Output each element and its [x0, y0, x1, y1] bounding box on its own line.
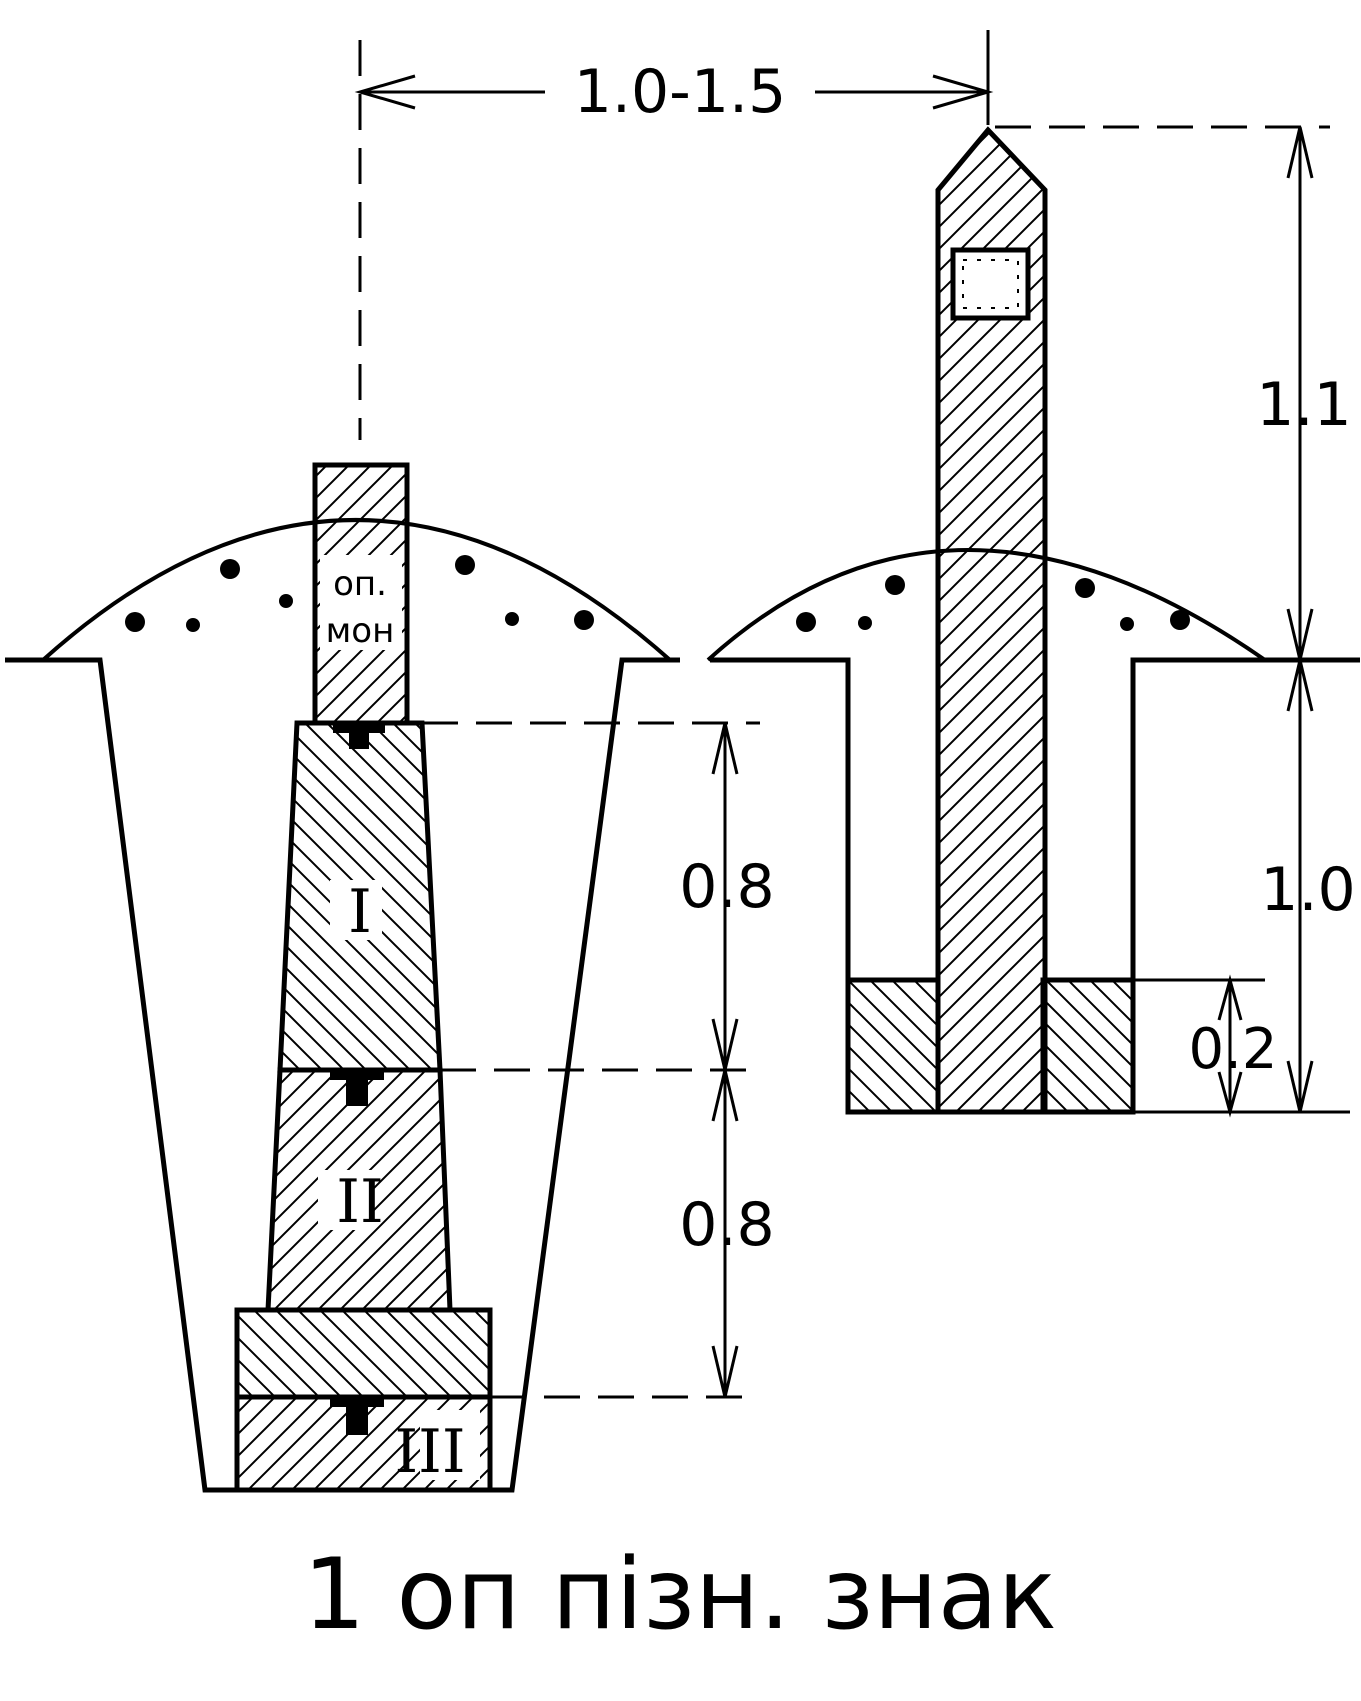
monument-label-line1: оп. [333, 564, 387, 604]
left-monument [234, 462, 493, 1493]
dimension-sign-depth: 1.0 [1260, 855, 1355, 925]
block-III-top [234, 1307, 493, 1400]
block-II-label: II [336, 1167, 383, 1237]
dimension-sign-base: 0.2 [1188, 1017, 1277, 1082]
soil-dots [125, 555, 1190, 632]
dimension-block-II: 0.8 [679, 1190, 774, 1260]
dimension-block-I: 0.8 [679, 852, 774, 922]
ground-outline [5, 657, 1360, 1493]
diagram-caption: 1 оп пізн. знак [303, 1538, 1057, 1652]
sign-base-right [1040, 977, 1136, 1115]
block-I-label: I [348, 877, 372, 947]
dimension-lines [354, 30, 1350, 1399]
block-III-label: III [394, 1417, 465, 1487]
monument-label-line2: мон [326, 611, 395, 651]
centre-marks [330, 723, 385, 1435]
identification-sign [845, 126, 1136, 1115]
sign-post [935, 126, 1048, 1115]
sign-base-left [845, 977, 941, 1115]
dimension-sign-height: 1.1 [1256, 370, 1351, 440]
dimension-top-width: 1.0-1.5 [574, 57, 787, 127]
